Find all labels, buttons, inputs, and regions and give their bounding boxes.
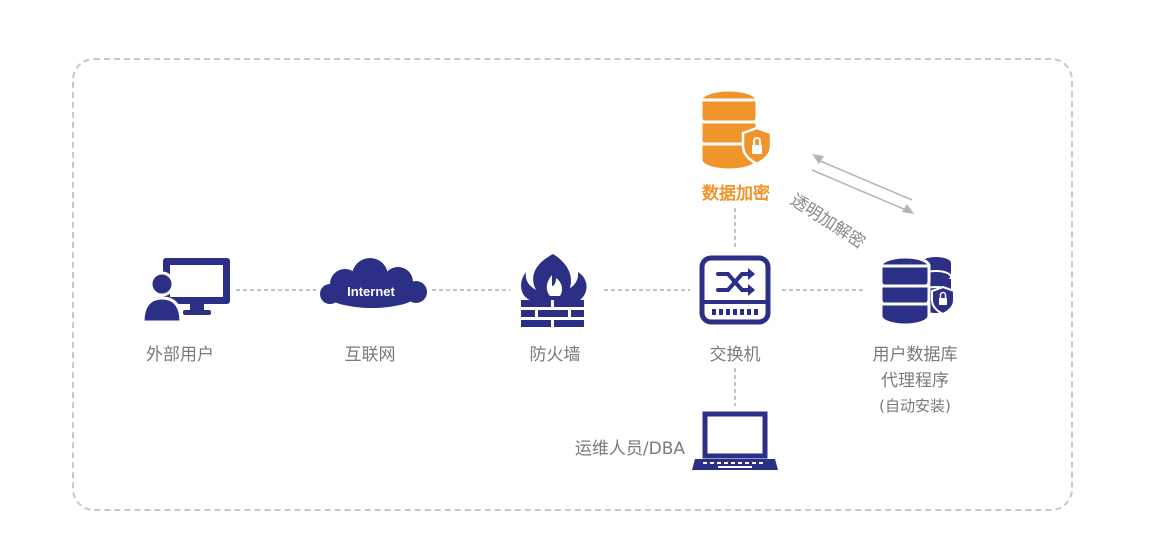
switch-label: 交换机 xyxy=(709,345,761,365)
db-proxy-label-line3: (自动安装) xyxy=(879,397,951,415)
user-computer-icon xyxy=(141,258,230,324)
encrypted-database-icon xyxy=(699,88,773,172)
firewall-icon xyxy=(521,254,587,327)
double-arrow-icon xyxy=(811,154,914,214)
cloud-icon xyxy=(320,258,427,308)
encryption-label: 数据加密 xyxy=(702,184,770,204)
internet-icon-text: Internet xyxy=(347,284,395,299)
switch-icon xyxy=(699,255,771,325)
database-shield-icon xyxy=(879,255,955,327)
db-proxy-label-line1: 用户数据库 xyxy=(872,345,958,365)
laptop-icon xyxy=(692,411,778,470)
internet-label: 互联网 xyxy=(344,345,396,365)
ops-dba-label: 运维人员/DBA xyxy=(574,439,685,459)
firewall-label: 防火墙 xyxy=(529,345,581,365)
db-proxy-label-line2: 代理程序 xyxy=(881,371,949,391)
external-user-label: 外部用户 xyxy=(146,345,214,365)
diagram-frame xyxy=(72,58,1073,511)
